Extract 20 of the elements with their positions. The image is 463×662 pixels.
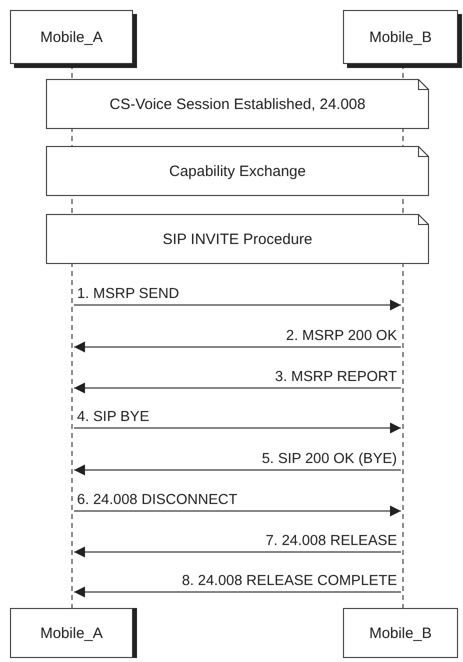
note-text: SIP INVITE Procedure [162,230,312,248]
participant-name: Mobile_B [369,624,432,642]
message-arrow [74,300,402,310]
message-arrow [74,342,402,352]
message-arrow [74,546,402,558]
participant-name: Mobile_A [40,28,103,46]
edge-label: 5. SIP 200 OK (BYE) [260,451,398,467]
message-arrow [74,464,402,476]
note-text: CS-Voice Session Established, 24.008 [110,96,366,112]
message-arrow [74,506,402,516]
participant-box [343,608,458,658]
note-text: Capability Exchange [169,162,306,180]
note-box [46,146,429,196]
participant-name: Mobile_A [40,624,103,642]
message-arrow [74,382,402,394]
note-box [46,214,429,264]
note-box [46,79,429,129]
message-arrow [74,586,402,598]
message-arrow [74,422,402,434]
participant-name: Mobile_B [369,28,432,46]
